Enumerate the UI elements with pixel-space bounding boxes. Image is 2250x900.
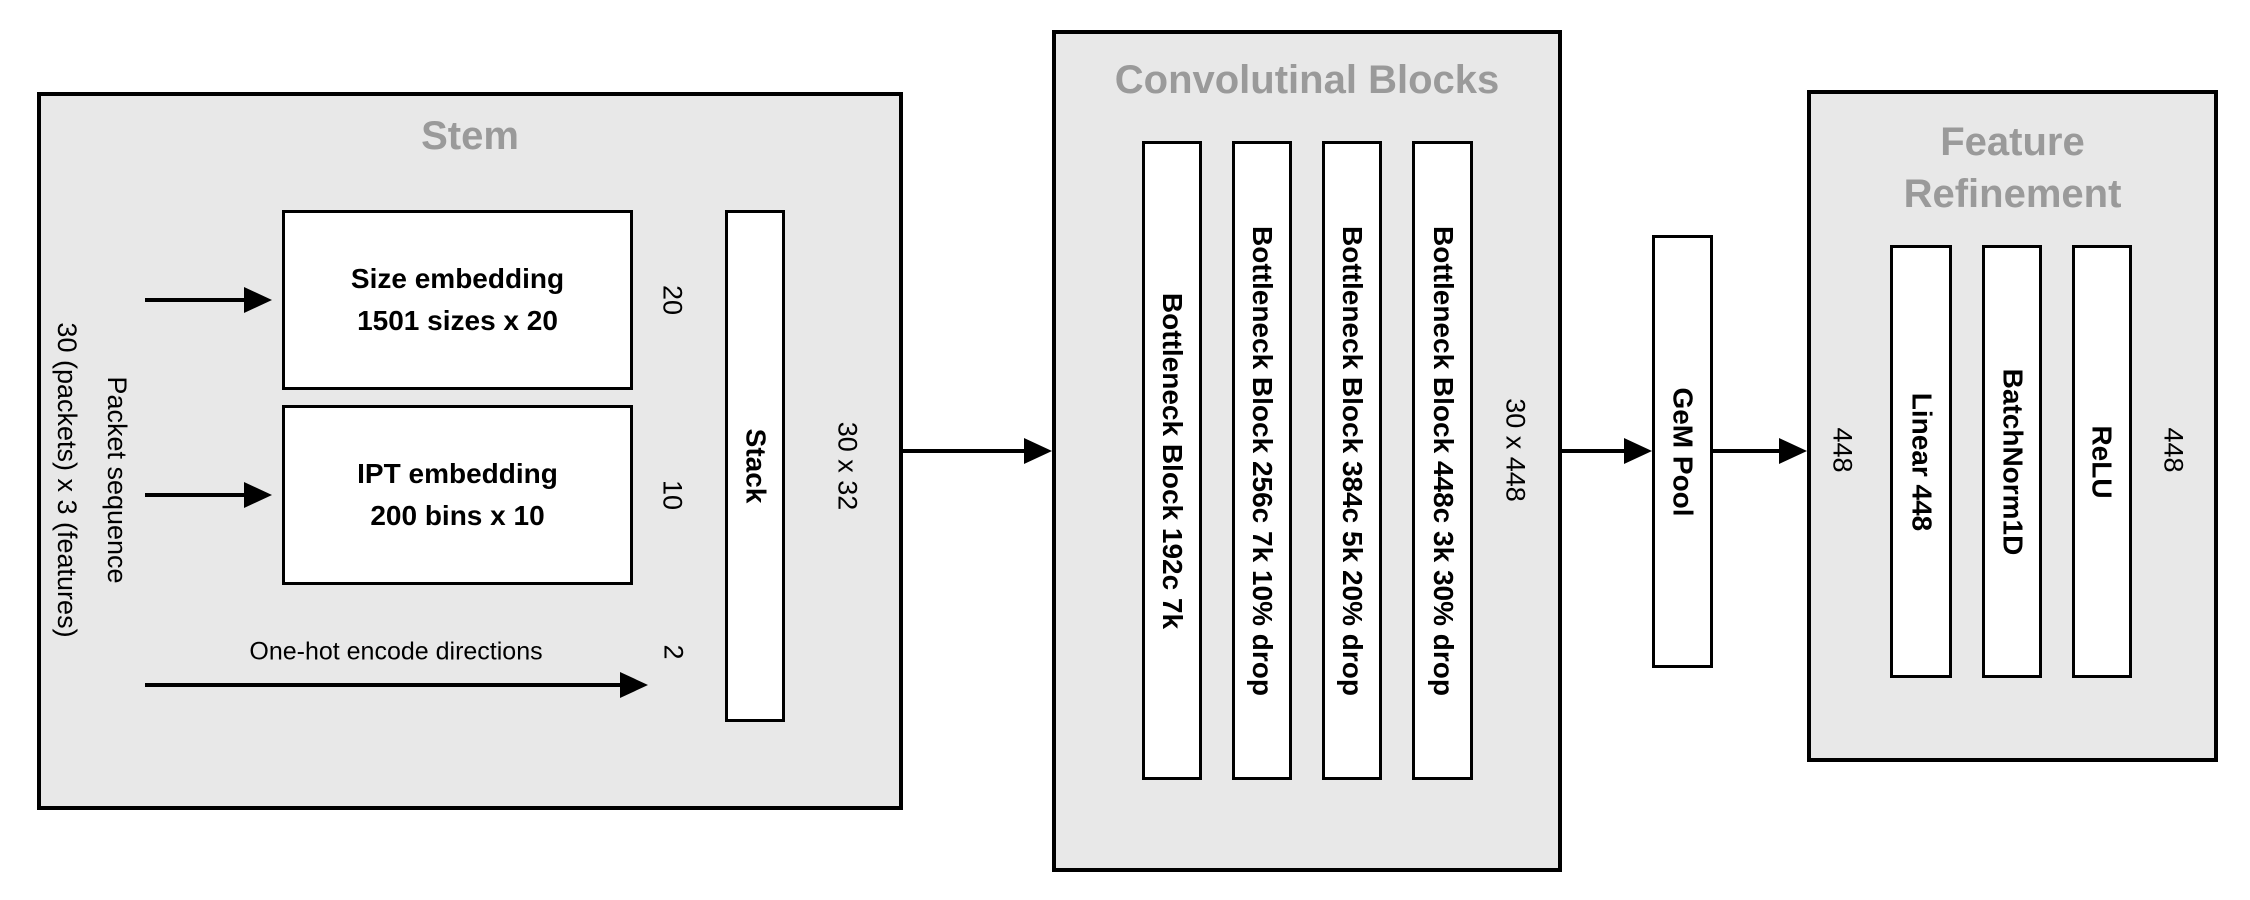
- arrow-shaft: [1562, 449, 1628, 453]
- arrowhead-icon: [1624, 438, 1652, 464]
- bottleneck-block-3-label: Bottleneck Block 384c 5k 20% drop: [1337, 225, 1369, 696]
- feature-refinement-title-line2: Refinement: [1903, 172, 2122, 216]
- feature-refinement-title-line1: Feature: [1940, 120, 2085, 164]
- arrow-to-ipt-embedding: [145, 481, 272, 509]
- bottleneck-block-4-label: Bottleneck Block 448c 3k 30% drop: [1427, 225, 1459, 696]
- onehot-dim-label: 2: [658, 644, 689, 660]
- arrow-shaft: [145, 683, 624, 687]
- linear-label: Linear 448: [1906, 392, 1937, 531]
- conv-output-dim-label: 30 x 448: [1500, 398, 1531, 502]
- batchnorm-label: BatchNorm1D: [1997, 368, 2029, 555]
- arrow-stem-to-conv: [903, 437, 1052, 465]
- stack-label: Stack: [740, 428, 771, 504]
- ipt-embedding-dim-label: 10: [657, 479, 688, 511]
- ipt-embedding-box: IPT embedding 200 bins x 10: [282, 405, 633, 585]
- gem-pool-box: GeM Pool: [1652, 235, 1713, 668]
- arrow-shaft: [903, 449, 1028, 453]
- conv-blocks-panel: Convolutinal Blocks: [1052, 30, 1562, 872]
- arrowhead-icon: [1024, 438, 1052, 464]
- size-embedding-dim-label: 20: [657, 284, 688, 316]
- size-embedding-label-line2: 1501 sizes x 20: [357, 305, 558, 336]
- bottleneck-block-2: Bottleneck Block 256c 7k 10% drop: [1232, 141, 1292, 780]
- size-embedding-box: Size embedding 1501 sizes x 20: [282, 210, 633, 390]
- size-embedding-label-line1: Size embedding: [350, 263, 565, 294]
- arrow-shaft: [145, 493, 248, 497]
- arrow-shaft: [1713, 449, 1783, 453]
- arrowhead-icon: [244, 482, 272, 508]
- input-sequence-label: Packet sequence 30 (packets) x 3 (featur…: [42, 322, 142, 637]
- stem-output-dim-label: 30 x 32: [832, 421, 863, 511]
- conv-blocks-panel-title: Convolutinal Blocks: [1114, 58, 1500, 102]
- arrowhead-icon: [1779, 438, 1807, 464]
- relu-label: ReLU: [2087, 424, 2118, 499]
- refinement-output-dim-label: 448: [2158, 427, 2189, 473]
- arrow-gem-to-refinement: [1713, 437, 1807, 465]
- bottleneck-block-3: Bottleneck Block 384c 5k 20% drop: [1322, 141, 1382, 780]
- arrow-onehot: [145, 671, 648, 699]
- ipt-embedding-label-line2: 200 bins x 10: [370, 500, 545, 531]
- refinement-input-dim-label: 448: [1827, 427, 1858, 473]
- stem-panel-title: Stem: [421, 114, 519, 158]
- gem-pool-label: GeM Pool: [1667, 386, 1699, 517]
- arrowhead-icon: [244, 287, 272, 313]
- ipt-embedding-label-line1: IPT embedding: [357, 458, 558, 489]
- bottleneck-block-2-label: Bottleneck Block 256c 7k 10% drop: [1247, 225, 1279, 696]
- arrow-to-size-embedding: [145, 286, 272, 314]
- batchnorm-box: BatchNorm1D: [1982, 245, 2042, 678]
- linear-box: Linear 448: [1890, 245, 1952, 678]
- stack-box: Stack: [725, 210, 785, 722]
- arrow-conv-to-gem: [1562, 437, 1652, 465]
- arrowhead-icon: [620, 672, 648, 698]
- input-sequence-label-line2: 30 (packets) x 3 (features): [52, 322, 82, 638]
- bottleneck-block-4: Bottleneck Block 448c 3k 30% drop: [1412, 141, 1473, 780]
- bottleneck-block-1: Bottleneck Block 192c 7k: [1142, 141, 1202, 780]
- relu-box: ReLU: [2072, 245, 2132, 678]
- bottleneck-block-1-label: Bottleneck Block 192c 7k: [1157, 292, 1189, 629]
- input-sequence-label-line1: Packet sequence: [102, 376, 132, 584]
- arrow-shaft: [145, 298, 248, 302]
- onehot-label: One-hot encode directions: [249, 637, 543, 666]
